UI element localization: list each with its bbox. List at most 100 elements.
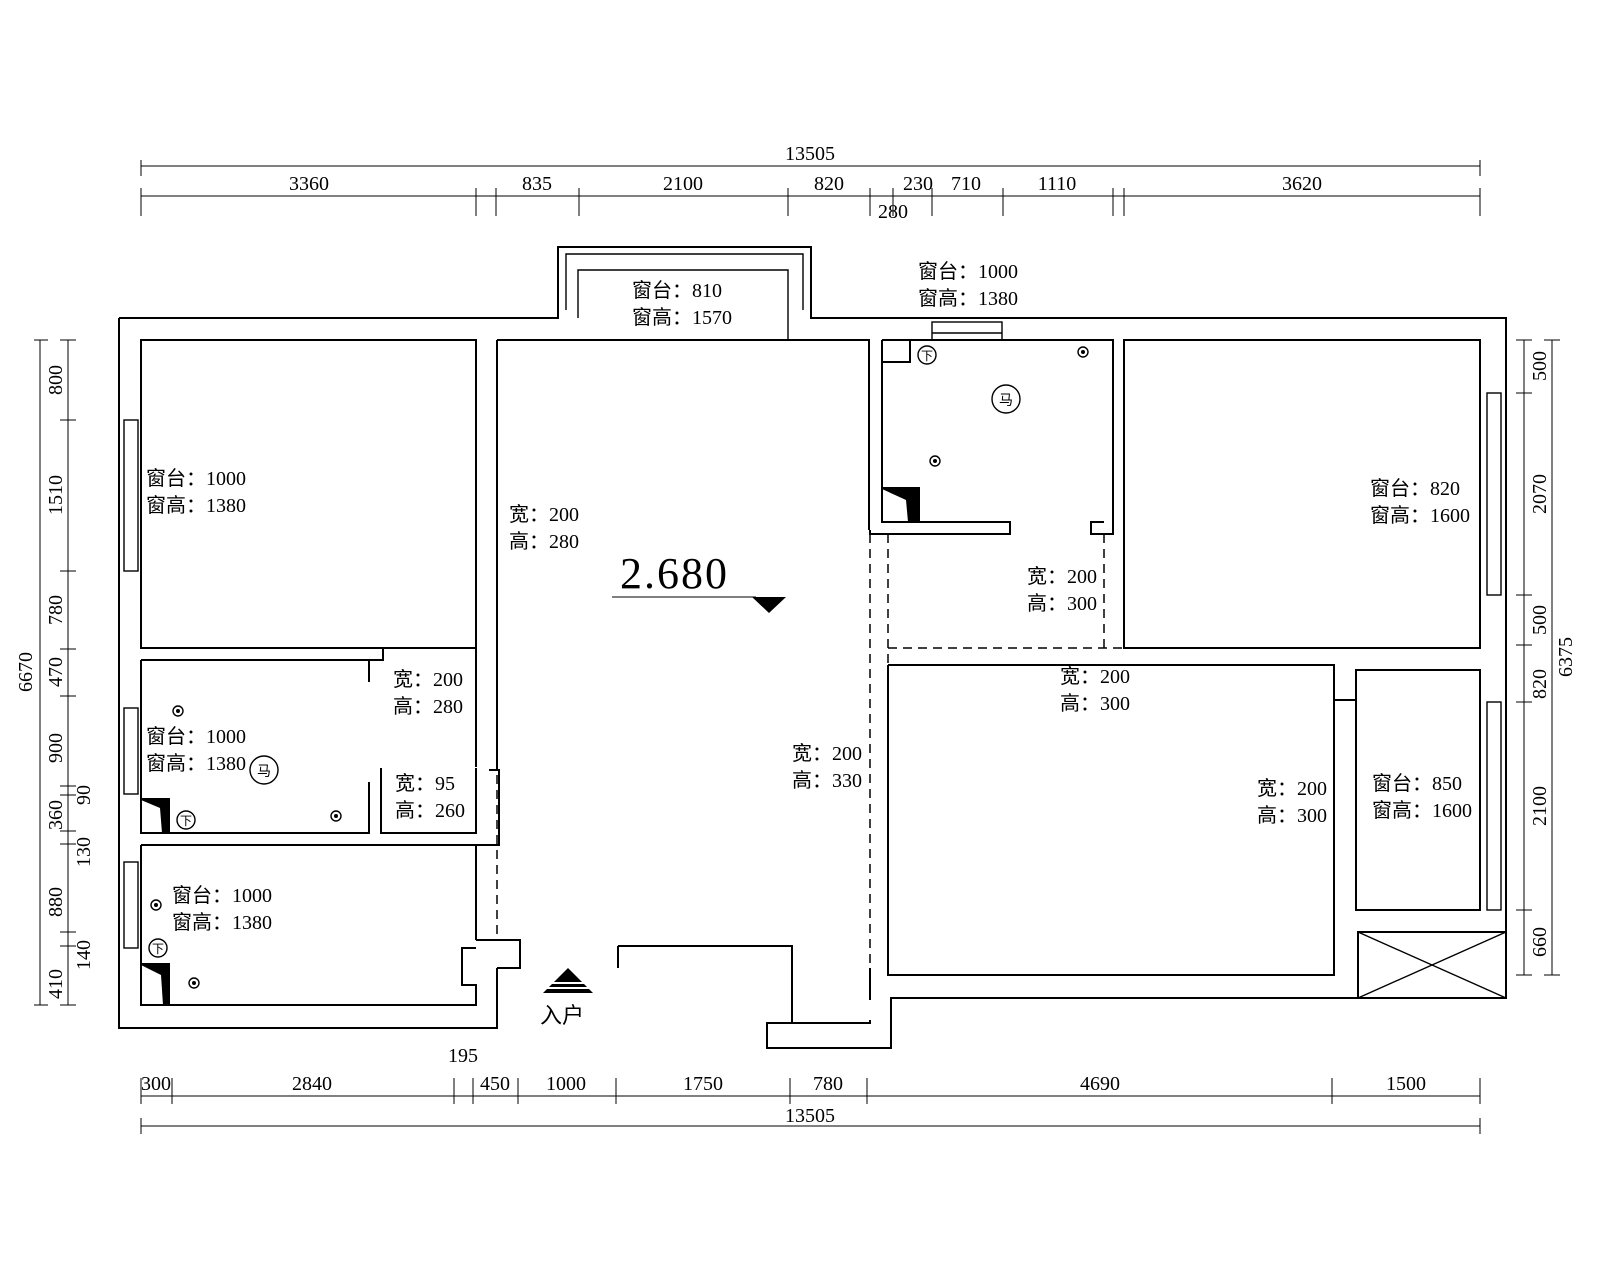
left-dim-10: 140 [73,940,95,970]
bottom-dimensions: 300 2840 195 450 1000 1750 780 4690 1500… [140,1045,1481,1134]
elevation-triangle-icon [752,597,786,613]
pipe-icon [1077,346,1089,358]
left-dim-5: 900 [45,733,67,763]
svg-text:下: 下 [152,942,164,956]
window-sill-bath3: 窗台：1000 [172,884,272,907]
door-w-3: 宽：200 [393,668,463,691]
door-h-2: 高：300 [1027,592,1097,615]
window-labels: 窗台：810 窗高：1570 窗台：1000 窗高：1380 窗台：1000 窗… [146,260,1472,934]
bottom-dim-8: 4690 [1080,1073,1120,1095]
left-total-dim: 6670 [15,652,37,692]
svg-text:下: 下 [921,349,933,363]
bottom-total-dim: 13505 [785,1105,835,1127]
pipe-icon [172,705,184,717]
left-dim-7: 360 [45,800,67,830]
entrance-arrow-icon [543,968,593,993]
svg-text:马: 马 [257,764,271,780]
door-h-3: 高：280 [393,695,463,718]
bottom-dim-3: 195 [448,1045,478,1067]
fixtures: 下 下 下 马 马 [141,345,1089,1005]
left-dim-11: 410 [45,969,67,999]
shaft-icon [141,798,170,833]
right-total-dim: 6375 [1555,637,1577,677]
left-dim-6: 90 [73,785,95,805]
door-h-1: 高：280 [509,530,579,553]
right-dim-2: 2070 [1529,474,1551,514]
top-dim-8: 3620 [1282,173,1322,195]
bottom-dim-7: 780 [813,1073,843,1095]
left-dim-3: 780 [45,595,67,625]
svg-text:下: 下 [180,814,192,828]
left-dim-1: 800 [45,365,67,395]
floor-drain-icon: 下 [917,345,937,365]
left-dim-4: 470 [45,657,67,687]
top-dim-9: 280 [878,201,908,223]
entrance-marker[interactable]: 入户 [540,968,593,1028]
top-dim-7: 1110 [1038,173,1077,195]
pipe-icon [188,977,200,989]
right-dim-1: 500 [1529,351,1551,381]
top-total-dim: 13505 [785,143,835,165]
top-dim-1: 3360 [289,173,329,195]
top-dim-4: 820 [814,173,844,195]
door-h-6: 高：260 [395,799,465,822]
top-dim-2: 835 [522,173,552,195]
bottom-dim-2: 2840 [292,1073,332,1095]
left-dim-9: 880 [45,887,67,917]
window-sill-bath: 窗台：1000 [918,260,1018,283]
shaft-icon [882,487,920,522]
door-w-5: 宽：200 [792,742,862,765]
right-dim-5: 2100 [1529,786,1551,826]
pipe-icon [330,810,342,822]
bottom-dim-5: 1000 [546,1073,586,1095]
window-height-bath2: 窗高：1380 [146,752,246,775]
bottom-dim-4: 450 [480,1073,510,1095]
shaft-icon [141,963,170,1005]
door-labels: 宽：200 高：280 宽：200 高：300 宽：200 高：280 宽：20… [393,503,1327,827]
window-height-bed-right: 窗高：1600 [1370,504,1470,527]
right-dim-3: 500 [1529,605,1551,635]
toilet-icon: 马 [991,384,1021,414]
window-height-small-right: 窗高：1600 [1372,799,1472,822]
bottom-dim-6: 1750 [683,1073,723,1095]
door-h-7: 高：300 [1257,804,1327,827]
pipe-icon [150,899,162,911]
floor-drain-icon: 下 [148,938,168,958]
top-dimensions: 13505 3360 835 2100 820 230 710 1110 362… [140,143,1481,223]
door-w-1: 宽：200 [509,503,579,526]
door-w-6: 宽：95 [395,772,455,795]
door-w-2: 宽：200 [1027,565,1097,588]
door-h-4: 高：300 [1060,692,1130,715]
toilet-icon: 马 [249,755,279,785]
window-sill-bed1: 窗台：1000 [146,467,246,490]
top-dim-5: 230 [903,173,933,195]
left-dimensions: 6670 800 1510 780 470 900 90 360 130 880… [15,339,95,1006]
window-sill-small-right: 窗台：850 [1372,772,1462,795]
left-dim-8: 130 [73,837,95,867]
ceiling-height-value: 2.680 [620,549,729,598]
window-height-bed1: 窗高：1380 [146,494,246,517]
right-dimensions: 6375 500 2070 500 820 2100 660 [1516,339,1577,976]
floor-drain-icon: 下 [176,810,196,830]
door-w-4: 宽：200 [1060,665,1130,688]
ceiling-height-marker: 2.680 [612,549,786,613]
door-openings [383,370,1335,975]
bottom-dim-9: 1500 [1386,1073,1426,1095]
pipe-icon [929,455,941,467]
window-sill-bed-right: 窗台：820 [1370,477,1460,500]
top-dim-3: 2100 [663,173,703,195]
entrance-label: 入户 [540,1003,584,1028]
right-dim-4: 820 [1529,669,1551,699]
window-height-bath: 窗高：1380 [918,287,1018,310]
bottom-dim-1: 300 [141,1073,171,1095]
svg-text:马: 马 [999,393,1013,409]
window-sill-bath2: 窗台：1000 [146,725,246,748]
window-height-north: 窗高：1570 [632,306,732,329]
window-height-bath3: 窗高：1380 [172,911,272,934]
window-sill-north: 窗台：810 [632,279,722,302]
left-dim-2: 1510 [45,475,67,515]
right-dim-6: 660 [1529,927,1551,957]
top-dim-6: 710 [951,173,981,195]
door-h-5: 高：330 [792,769,862,792]
